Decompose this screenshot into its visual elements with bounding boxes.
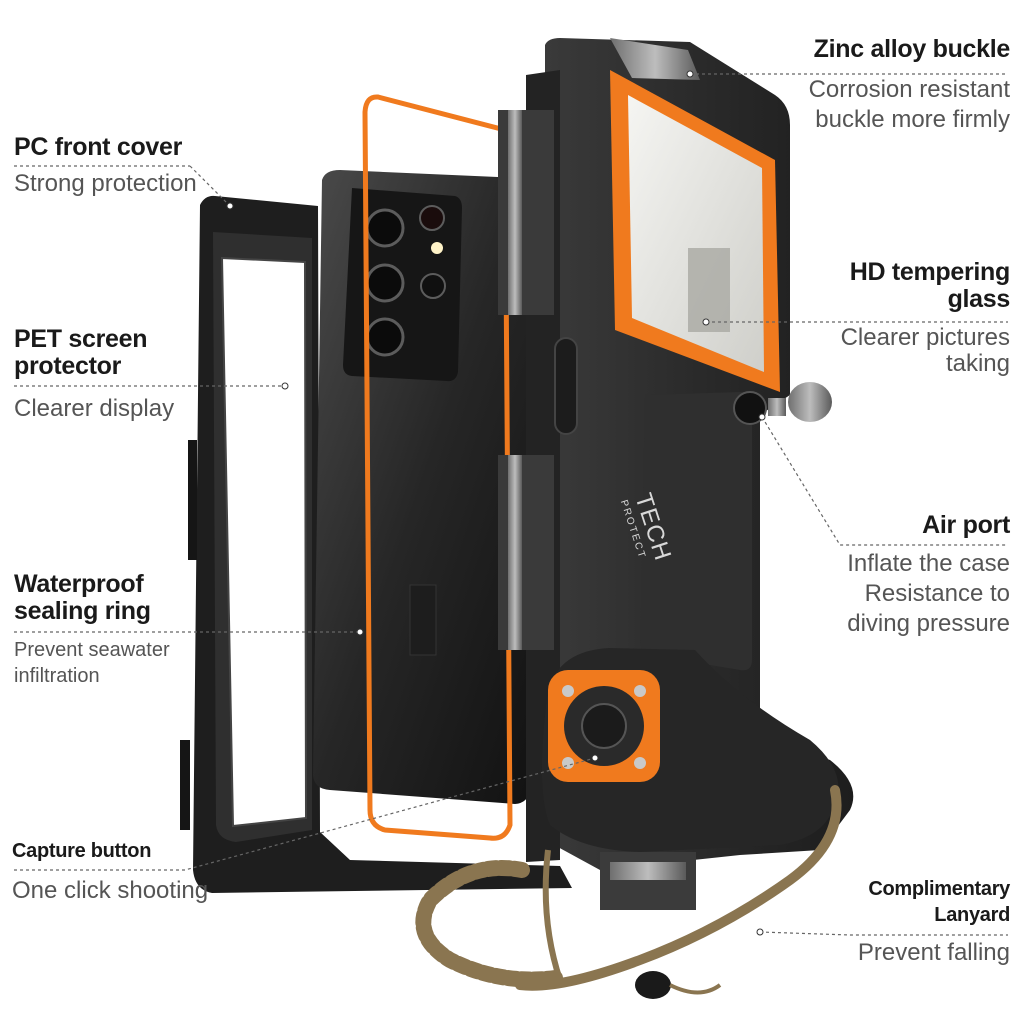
callout-desc: Inflate the case [847, 550, 1010, 577]
callout-desc: Clearer pictures [840, 324, 1010, 351]
callout-desc: Clearer display [14, 395, 175, 422]
callout-title: glass [947, 285, 1011, 313]
callout-desc: Resistance to [864, 580, 1010, 607]
callout-title: sealing ring [14, 597, 151, 625]
callout-pc-front-cover: PC front cover Strong protection [14, 134, 197, 199]
callout-title: Capture button [12, 840, 152, 862]
callout-title: PC front cover [14, 133, 183, 161]
callout-dots [226, 70, 766, 936]
callout-zinc-buckle: Zinc alloy buckle Corrosion resistant bu… [808, 35, 1011, 135]
lanyard [415, 785, 842, 999]
callout-desc: Prevent seawater [14, 639, 170, 661]
callout-desc: buckle more firmly [815, 106, 1010, 133]
callout-desc: Prevent falling [857, 939, 1010, 966]
callout-desc: diving pressure [847, 610, 1010, 637]
callout-title: Complimentary [868, 878, 1010, 900]
callout-sealing-ring: Waterproof sealing ring Prevent seawater… [14, 571, 170, 689]
sealing-ring [362, 94, 513, 841]
case-body [498, 38, 854, 910]
callout-desc: taking [945, 350, 1010, 377]
callout-desc: One click shooting [12, 877, 209, 904]
callout-title: Lanyard [934, 904, 1010, 926]
callout-desc: Corrosion resistant [808, 76, 1010, 103]
callout-title: HD tempering [849, 258, 1011, 286]
callout-title: Zinc alloy buckle [813, 35, 1011, 63]
front-cover-frame [180, 195, 572, 894]
callout-hd-glass: HD tempering glass Clearer pictures taki… [840, 258, 1011, 379]
callout-title: protector [14, 352, 122, 380]
callout-desc: infiltration [14, 665, 100, 687]
callout-desc: Strong protection [14, 170, 197, 197]
callout-title: PET screen [14, 325, 148, 353]
callout-title: Waterproof [14, 570, 144, 598]
callout-air-port: Air port Inflate the case Resistance to … [847, 512, 1010, 639]
callout-lanyard: Complimentary Lanyard Prevent falling [858, 876, 1010, 968]
callout-pet-protector: PET screen protector Clearer display [14, 326, 174, 424]
callout-title: Air port [922, 511, 1010, 539]
callout-capture-button: Capture button One click shooting [12, 838, 208, 906]
callout-lines [14, 73, 1008, 936]
